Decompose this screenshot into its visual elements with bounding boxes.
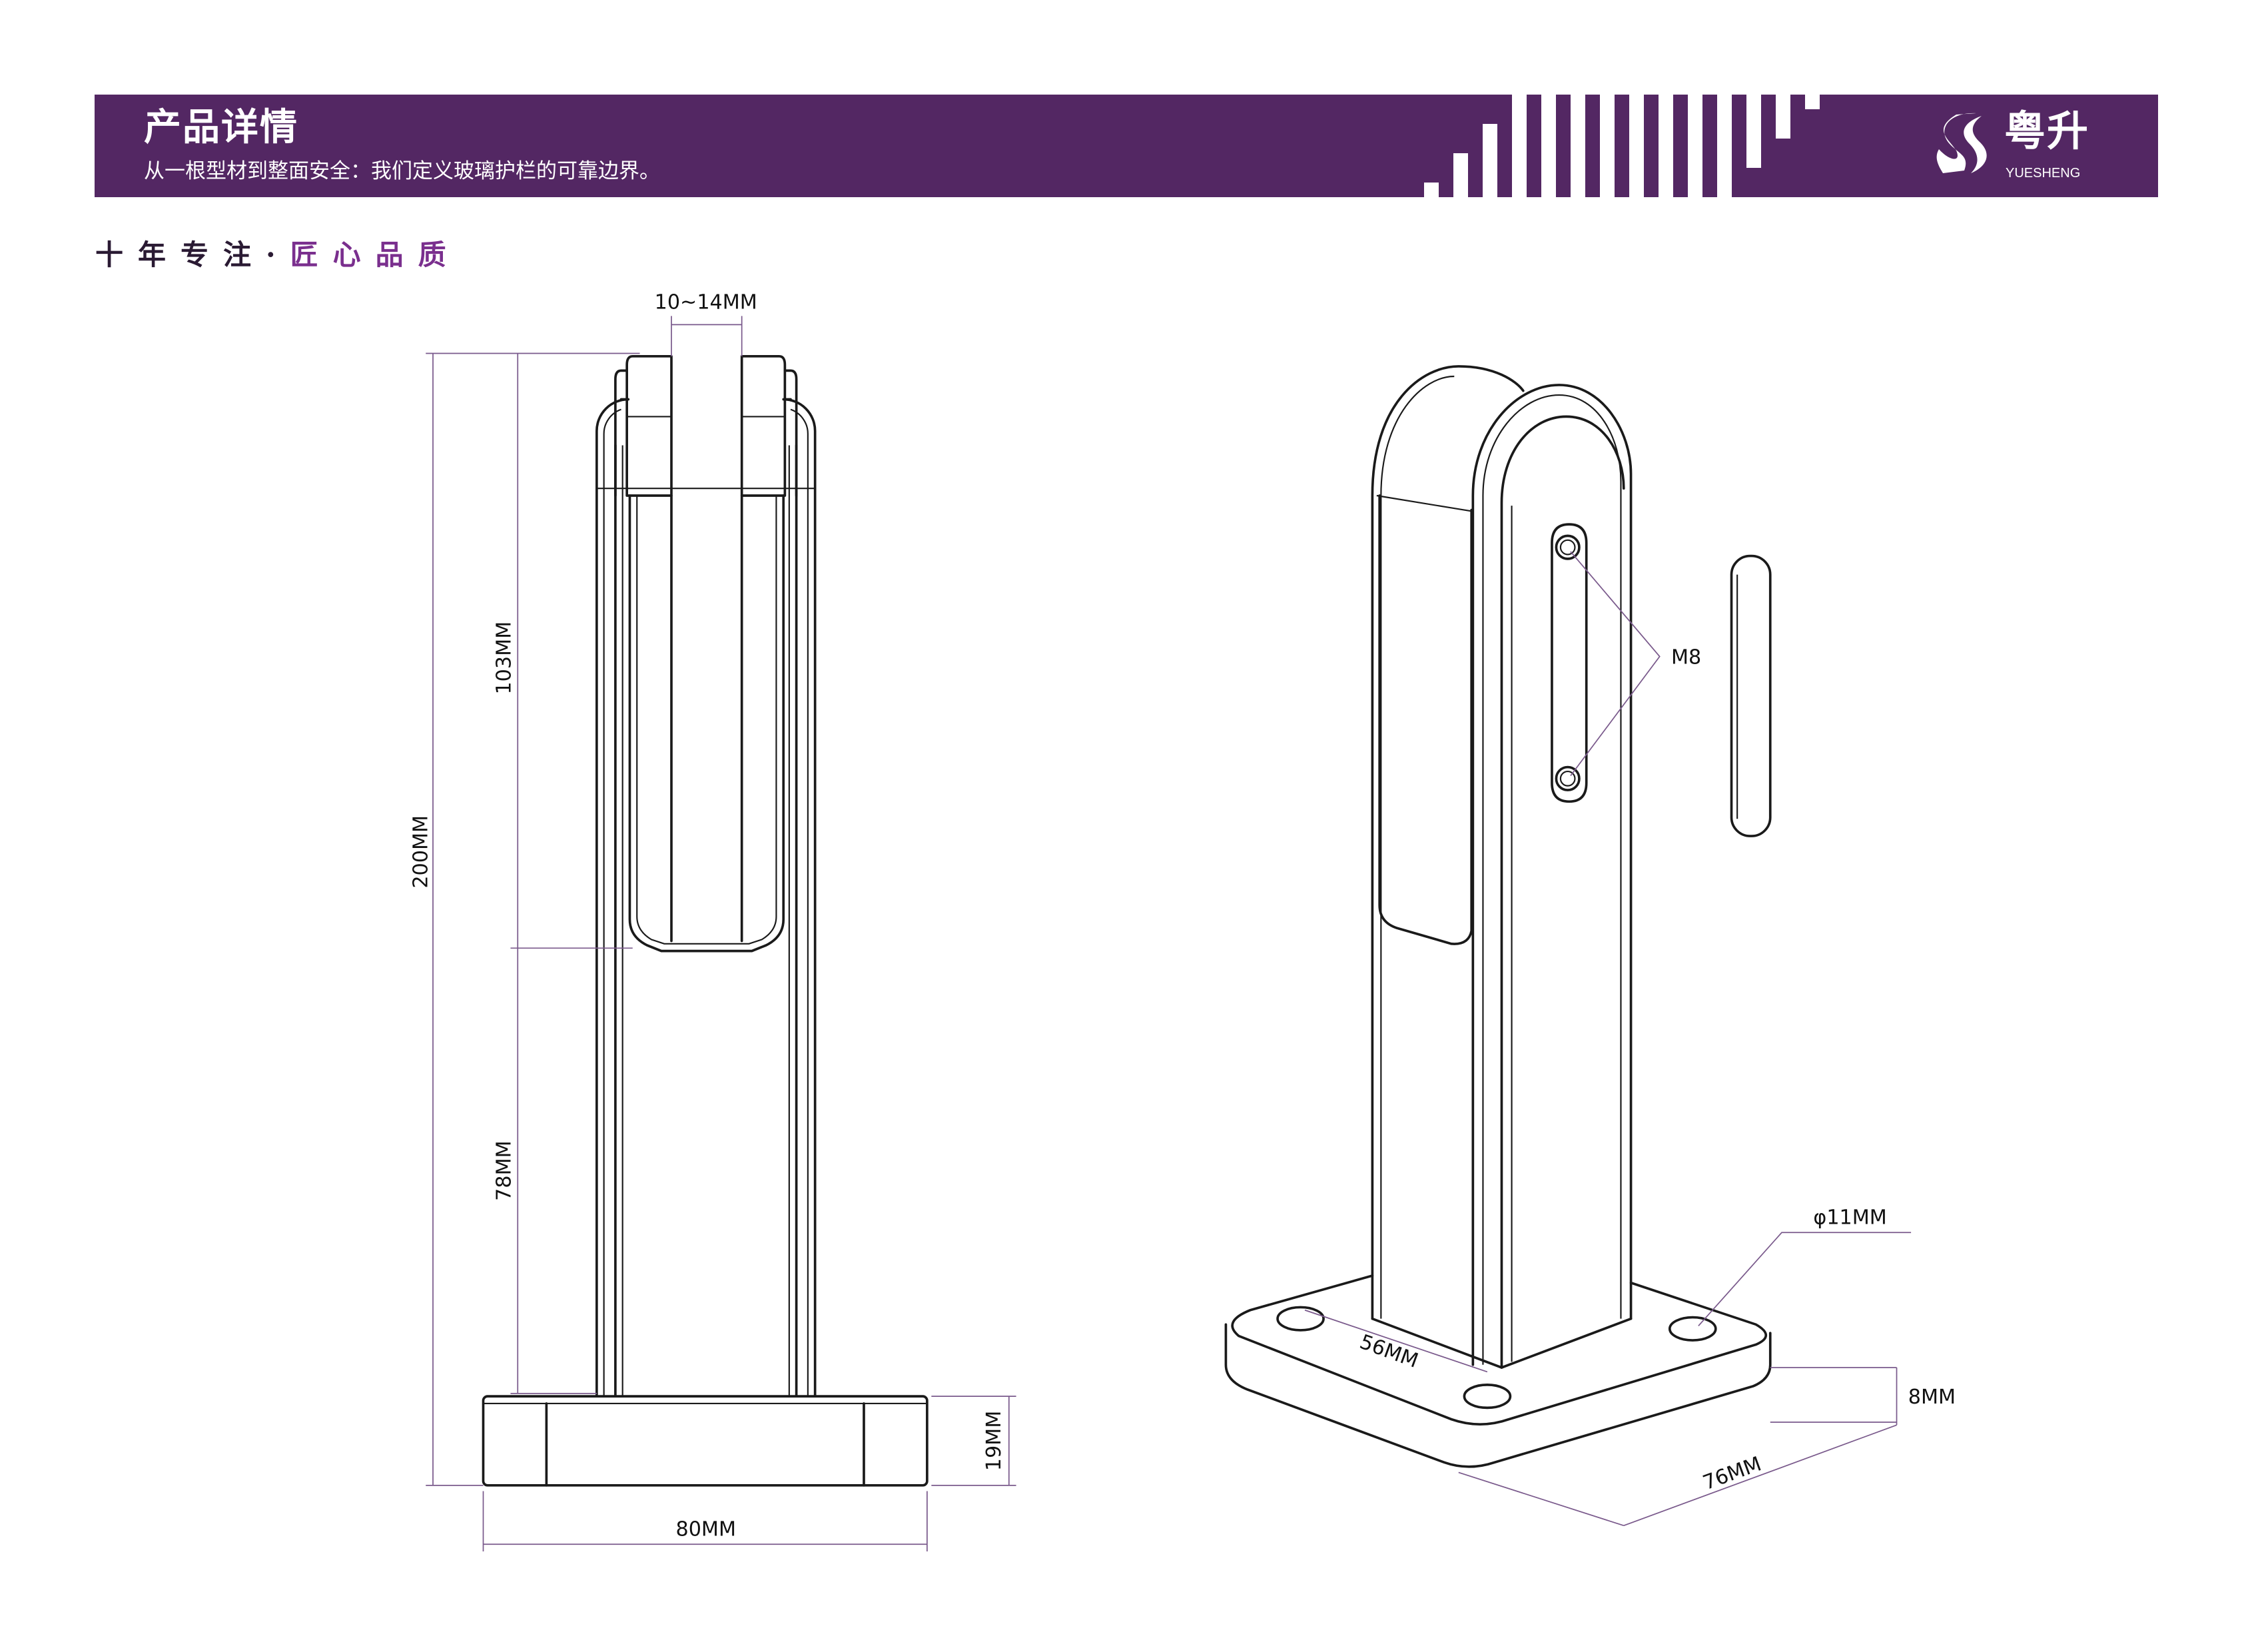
- dim-total-height: 200MM: [409, 815, 432, 889]
- checker-square: [1746, 153, 1761, 168]
- checker-square: [1629, 124, 1644, 139]
- checker-square: [1600, 95, 1615, 109]
- checker-square: [1541, 153, 1556, 168]
- checker-square: [1717, 139, 1732, 153]
- checker-square: [1571, 168, 1585, 183]
- checker-square: [1717, 183, 1732, 197]
- checker-square: [1571, 95, 1585, 109]
- checker-square: [1483, 183, 1497, 197]
- checker-square: [1541, 95, 1556, 109]
- slogan: 十年专注·匠心品质: [95, 238, 461, 272]
- checker-square: [1688, 153, 1702, 168]
- checker-square: [1659, 183, 1673, 197]
- brand-logo: 粤升 YUESHENG: [1930, 109, 2129, 183]
- logo-s-icon: [1936, 113, 1987, 173]
- checker-square: [1571, 153, 1585, 168]
- checker-square: [1483, 124, 1497, 139]
- checker-square: [1571, 109, 1585, 124]
- checker-square: [1746, 139, 1761, 153]
- checker-square: [1776, 109, 1790, 124]
- checker-square: [1688, 168, 1702, 183]
- dim-post-width: 56MM: [1357, 1330, 1421, 1373]
- front-view-dimensions: 10~14MM 200MM 103MM 78MM 19MM 80MM: [409, 291, 1016, 1552]
- checker-square: [1746, 109, 1761, 124]
- header-banner: 产品详情 从一根型材到整面安全：我们定义玻璃护栏的可靠边界。 粤升 YUESHE…: [95, 95, 2158, 197]
- logo-en-text: YUESHENG: [2006, 166, 2081, 181]
- checker-square: [1717, 153, 1732, 168]
- checker-square: [1571, 183, 1585, 197]
- checker-square: [1512, 109, 1527, 124]
- checker-square: [1776, 124, 1790, 139]
- checker-square: [1600, 183, 1615, 197]
- checker-square: [1541, 109, 1556, 124]
- dim-glass-width: 10~14MM: [655, 291, 757, 314]
- checker-square: [1717, 168, 1732, 183]
- checker-square: [1629, 109, 1644, 124]
- checker-square: [1571, 124, 1585, 139]
- checker-square: [1688, 109, 1702, 124]
- checker-square: [1512, 153, 1527, 168]
- checker-square: [1629, 153, 1644, 168]
- checker-square: [1512, 95, 1527, 109]
- checker-square: [1600, 168, 1615, 183]
- checker-square: [1746, 124, 1761, 139]
- checker-square: [1629, 95, 1644, 109]
- dim-clamp-height: 103MM: [492, 621, 516, 695]
- checker-square: [1512, 168, 1527, 183]
- page-title: 产品详情: [144, 106, 298, 149]
- checker-square: [1659, 95, 1673, 109]
- label-screw: M8: [1671, 645, 1701, 669]
- checker-square: [1483, 139, 1497, 153]
- checker-square: [1659, 168, 1673, 183]
- dim-base-height: 19MM: [982, 1411, 1006, 1471]
- slogan-part2: 匠心品质: [290, 238, 461, 271]
- checker-square: [1746, 95, 1761, 109]
- checker-square: [1483, 153, 1497, 168]
- checker-square: [1659, 124, 1673, 139]
- dim-plate-thickness: 8MM: [1908, 1386, 1956, 1409]
- checker-square: [1541, 168, 1556, 183]
- front-view-drawing: [482, 354, 929, 1487]
- checker-square: [1688, 183, 1702, 197]
- checker-square: [1571, 139, 1585, 153]
- checker-square: [1541, 183, 1556, 197]
- label-hole-diameter: φ11MM: [1813, 1206, 1886, 1229]
- checker-pattern: [1424, 95, 1820, 197]
- checker-square: [1453, 168, 1468, 183]
- checker-square: [1512, 183, 1527, 197]
- checker-square: [1453, 153, 1468, 168]
- checker-square: [1424, 183, 1439, 197]
- slogan-part1: 十年专注·: [95, 238, 290, 271]
- checker-square: [1483, 168, 1497, 183]
- checker-square: [1688, 95, 1702, 109]
- dim-base-width: 80MM: [676, 1517, 737, 1541]
- checker-square: [1600, 109, 1615, 124]
- checker-square: [1512, 139, 1527, 153]
- iso-view-drawing: [1224, 365, 1772, 1468]
- checker-square: [1629, 183, 1644, 197]
- checker-square: [1659, 153, 1673, 168]
- checker-square: [1659, 139, 1673, 153]
- page-subtitle: 从一根型材到整面安全：我们定义玻璃护栏的可靠边界。: [144, 159, 660, 183]
- checker-square: [1717, 95, 1732, 109]
- checker-square: [1805, 95, 1820, 109]
- checker-square: [1717, 124, 1732, 139]
- checker-square: [1541, 139, 1556, 153]
- checker-square: [1717, 109, 1732, 124]
- logo-cn-text: 粤升: [2004, 107, 2090, 155]
- checker-square: [1600, 153, 1615, 168]
- dim-lower-height: 78MM: [492, 1140, 516, 1201]
- checker-square: [1688, 139, 1702, 153]
- checker-square: [1600, 139, 1615, 153]
- checker-square: [1453, 183, 1468, 197]
- dim-plate-width: 76MM: [1700, 1452, 1764, 1495]
- checker-square: [1688, 124, 1702, 139]
- checker-square: [1629, 139, 1644, 153]
- checker-square: [1512, 124, 1527, 139]
- checker-square: [1659, 109, 1673, 124]
- checker-square: [1629, 168, 1644, 183]
- checker-square: [1541, 124, 1556, 139]
- checker-square: [1776, 95, 1790, 109]
- checker-square: [1600, 124, 1615, 139]
